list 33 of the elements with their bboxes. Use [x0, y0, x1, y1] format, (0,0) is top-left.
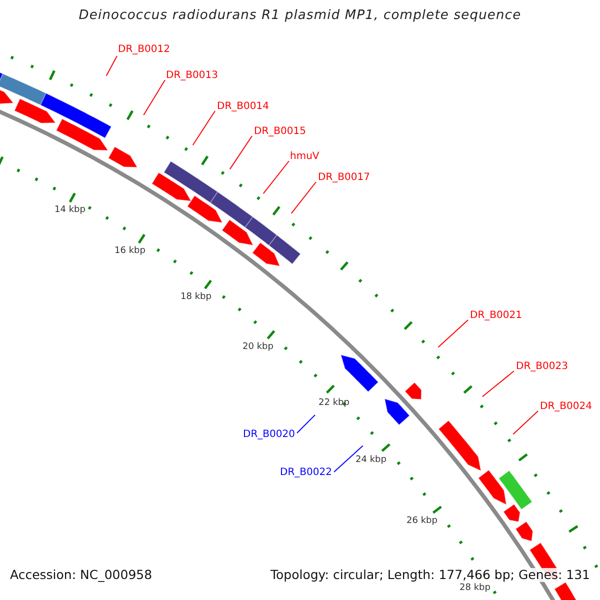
gene-label: DR_B0017: [318, 172, 370, 184]
scale-label: 16 kbp: [114, 246, 146, 256]
scale-label: 14 kbp: [54, 205, 86, 216]
gene-label: DR_B0020: [243, 429, 295, 440]
gene-label: DR_B0023: [516, 361, 568, 372]
scale-label: 24 kbp: [356, 455, 386, 466]
gene-label: DR_B0024: [540, 401, 592, 412]
gene-label: DR_B0014: [217, 101, 269, 112]
accession-text: Accession: NC_000958: [8, 568, 154, 582]
leader-line: [262, 160, 290, 194]
gene-label: hmuV: [290, 151, 320, 162]
gene-label: DR_B0022: [280, 467, 332, 478]
leader-line: [438, 320, 468, 348]
scale-label: 20 kbp: [242, 342, 274, 352]
gene-label: DR_B0015: [254, 126, 306, 138]
leader-line: [296, 414, 316, 434]
leader-line: [482, 370, 514, 398]
gene-label: DR_B0021: [470, 310, 522, 322]
topology-text: Topology: circular; Length: 177,466 bp; Genes: 131: [268, 568, 592, 582]
scale-label: 28 kbp: [460, 583, 490, 594]
diagram-title: Deinococcus radiodurans R1 plasmid MP1, complete sequence: [78, 9, 522, 24]
scale-label: 26 kbp: [406, 516, 438, 526]
leader-line: [334, 445, 364, 472]
leader-line: [290, 182, 316, 214]
leader-line: [512, 410, 538, 435]
leader-line: [143, 80, 166, 116]
scale-label: 22 kbp: [318, 398, 350, 408]
leader-line: [106, 56, 118, 76]
leader-line: [229, 136, 252, 170]
gene-label: DR_B0012: [118, 44, 170, 56]
scale-label: 18 kbp: [180, 292, 212, 302]
gene-label: DR_B0013: [166, 70, 218, 82]
leader-line: [192, 110, 216, 146]
